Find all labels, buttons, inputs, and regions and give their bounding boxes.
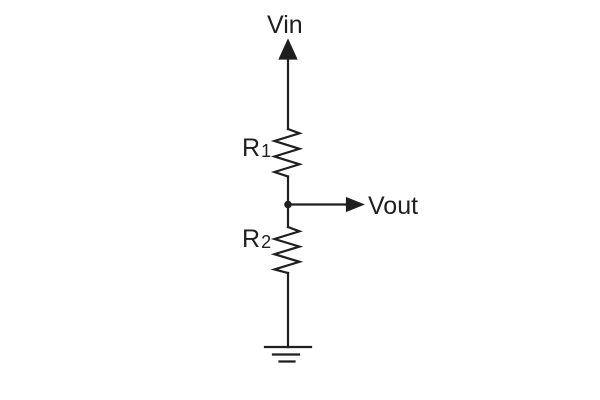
- r2-label-base: R: [242, 225, 261, 253]
- resistor-r2-symbol: [270, 225, 304, 275]
- vout-label: Vout: [368, 192, 419, 220]
- vin-label: Vin: [267, 11, 303, 39]
- vin-arrowhead-up-icon: [278, 38, 298, 60]
- ground-symbol-icon: [263, 345, 313, 363]
- r1-label-subscript: 1: [261, 141, 272, 161]
- vout-arrowhead-right-icon: [345, 196, 365, 213]
- r2-label-subscript: 2: [261, 232, 272, 252]
- resistor-r1-symbol: [270, 127, 304, 178]
- r2-label: R2: [242, 227, 271, 252]
- r1-label-base: R: [242, 134, 261, 162]
- schematic-strokes: [263, 38, 365, 363]
- r1-label: R1: [242, 136, 271, 161]
